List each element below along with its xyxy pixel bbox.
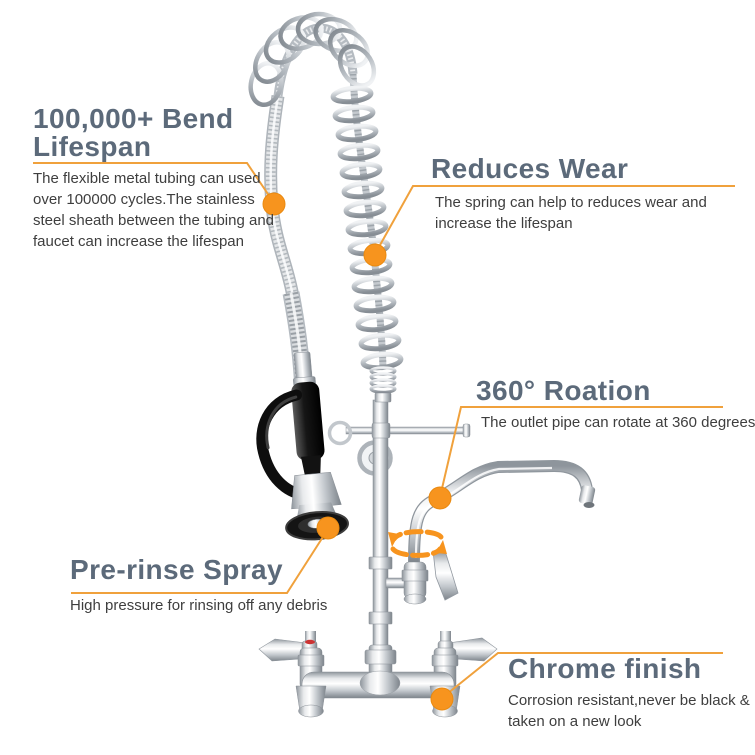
callout-chrome-finish: Chrome finish Corrosion resistant,never … <box>508 655 750 732</box>
callout-description: The flexible metal tubing can used over … <box>33 168 274 252</box>
desc-line: The spring can help to reduces wear and <box>435 194 707 211</box>
spout-lever <box>432 550 459 601</box>
hang-ring <box>327 420 353 446</box>
desc-line: The flexible metal tubing can used <box>33 170 261 187</box>
spring-coil <box>330 85 404 403</box>
desc-line: Corrosion resistant,never be black & <box>508 692 750 709</box>
leader-rotation <box>439 406 723 498</box>
callout-description: The outlet pipe can rotate at 360 degree… <box>476 412 755 433</box>
callout-title-line: Lifespan <box>33 131 152 162</box>
desc-line: increase the lifespan <box>435 215 573 232</box>
callout-title: 360° Roation <box>476 375 651 406</box>
marker-dot-pre-rinse <box>316 516 340 540</box>
spray-gun <box>256 351 349 541</box>
callout-title: Reduces Wear <box>431 153 629 184</box>
spring-arch-coil <box>248 11 377 108</box>
leader-chrome-finish <box>441 652 723 699</box>
desc-line: faucet can increase the lifespan <box>33 233 244 250</box>
marker-dot-chrome-finish <box>430 687 454 711</box>
desc-line: taken on a new look <box>508 713 642 730</box>
flexible-hose <box>264 23 387 389</box>
callout-rotation: 360° Roation The outlet pipe can rotate … <box>476 377 755 433</box>
callout-description: The spring can help to reduces wear and … <box>431 192 707 234</box>
callout-reduces-wear: Reduces Wear The spring can help to redu… <box>431 155 707 234</box>
hot-index-mark <box>305 639 315 645</box>
marker-dot-bend-lifespan <box>262 192 286 216</box>
desc-line: High pressure for rinsing off any debris <box>70 597 328 614</box>
callout-pre-rinse-spray: Pre-rinse Spray High pressure for rinsin… <box>70 556 327 616</box>
callout-description: Corrosion resistant,never be black & tak… <box>508 690 750 732</box>
desc-line: over 100000 cycles.The stainless <box>33 191 255 208</box>
desc-line: steel sheath between the tubing and <box>33 212 275 229</box>
faucet-base <box>258 631 498 718</box>
spray-gun-trigger <box>256 389 309 501</box>
marker-dot-reduces-wear <box>363 243 387 267</box>
leader-bend-lifespan <box>33 162 275 204</box>
swing-spout <box>385 459 596 605</box>
cross-brace <box>345 422 471 439</box>
desc-line: The outlet pipe can rotate at 360 degree… <box>481 414 755 431</box>
callout-title: 100,000+ Bend Lifespan <box>33 105 274 161</box>
marker-dot-rotation <box>428 486 452 510</box>
rotation-arrows-icon <box>388 529 447 558</box>
spout-nozzle <box>578 485 596 505</box>
callout-title: Chrome finish <box>508 653 702 684</box>
riser-pipe <box>368 399 393 691</box>
leader-reduces-wear <box>374 185 735 255</box>
callout-title: Pre-rinse Spray <box>70 554 283 585</box>
spray-gun-grip <box>291 381 325 461</box>
callout-description: High pressure for rinsing off any debris <box>70 595 327 616</box>
callout-title-line: 100,000+ Bend <box>33 103 234 134</box>
leader-pre-rinse <box>71 528 329 594</box>
callout-bend-lifespan: 100,000+ Bend Lifespan The flexible meta… <box>33 105 274 252</box>
